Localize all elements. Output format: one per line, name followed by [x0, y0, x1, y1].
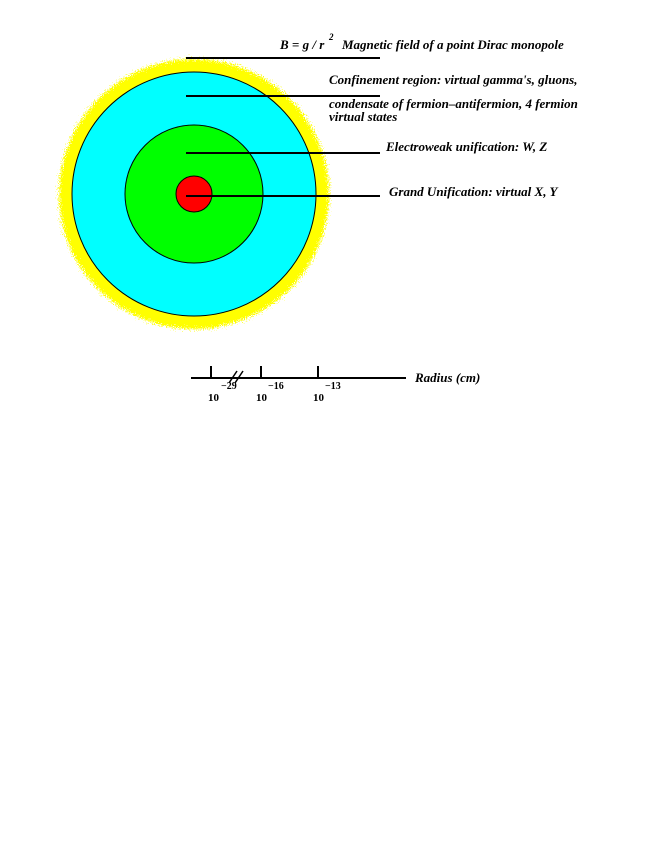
confinement-label-line1: Confinement region: virtual gamma's, glu…	[329, 72, 578, 87]
monopole-regions	[59, 59, 329, 329]
confinement-label-line3: virtual states	[329, 109, 397, 124]
radius-tick-3-base: 10	[313, 392, 325, 404]
field-formula-exponent: 2	[328, 32, 334, 42]
radius-axis-title: Radius (cm)	[414, 370, 480, 385]
grand-unification-label: Grand Unification: virtual X, Y	[389, 184, 558, 199]
radius-tick-2-exponent: −16	[268, 381, 284, 392]
confinement-label-line2: condensate of fermion–antifermion, 4 fer…	[329, 96, 578, 111]
radius-tick-3-exponent: −13	[325, 381, 341, 392]
radius-tick-1-base: 10	[208, 392, 220, 404]
radius-axis: −29 10 −16 10 −13 10 Radius (cm)	[191, 366, 480, 404]
radius-tick-2-base: 10	[256, 392, 268, 404]
field-description-label: Magnetic field of a point Dirac monopole	[341, 37, 564, 52]
electroweak-label: Electroweak unification: W, Z	[385, 139, 547, 154]
axis-break-mark	[228, 370, 244, 384]
radius-tick-1-exponent: −29	[221, 381, 237, 392]
field-formula-label: B = g / r	[279, 37, 325, 52]
grand-unification-core-circle	[175, 175, 213, 213]
region-labels: B = g / r 2 Magnetic field of a point Di…	[279, 32, 578, 199]
leader-lines	[186, 57, 380, 197]
